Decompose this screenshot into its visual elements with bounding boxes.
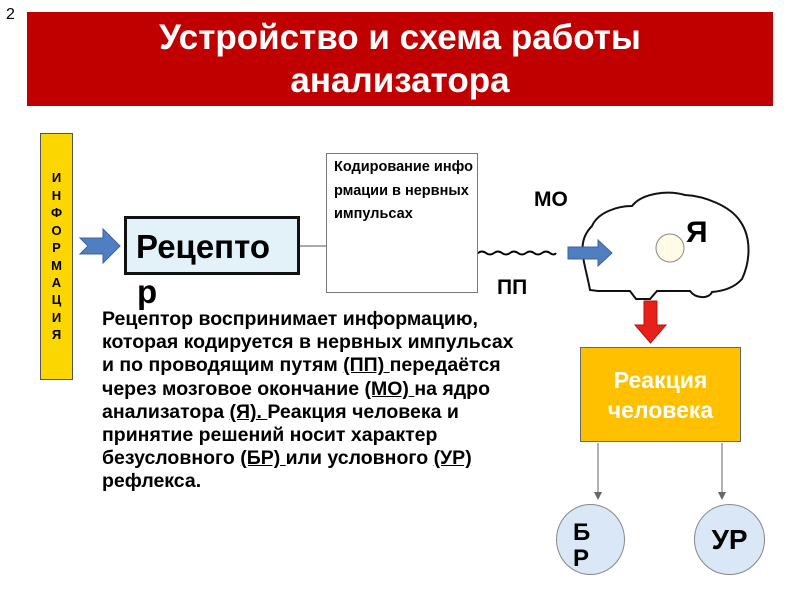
arrow-to-brain [567, 238, 613, 268]
information-letter: Н [51, 187, 62, 203]
information-letter: И [51, 170, 62, 186]
receptor-box: Рецепто [124, 216, 300, 275]
coding-box [326, 153, 478, 293]
title-banner: Устройство и схема работы анализатора [27, 12, 773, 106]
arrowhead-ur [718, 492, 726, 500]
description-segment: Реакция человека и принятие решений носи… [102, 400, 459, 470]
nerve-wavy-line [461, 250, 557, 256]
description-segment: или условного [285, 447, 434, 470]
information-letter: А [51, 274, 62, 290]
description-segment: передаётся через мозговое окончание [102, 354, 501, 400]
br-label: Б Р [573, 520, 613, 572]
description-text: Рецептор воспринимает информацию, котора… [102, 308, 522, 494]
reaction-line-2: человека [607, 396, 714, 423]
receptor-label-tail: р [137, 273, 158, 310]
ur-label: УР [711, 524, 748, 555]
coding-text: Кодирование информации в нервных импульс… [334, 159, 473, 222]
title-line-2: анализатора [290, 61, 510, 100]
arrowhead-br [594, 492, 602, 500]
description-segment: рефлекса. [102, 470, 202, 493]
information-letter: Ц [51, 292, 62, 308]
slide-number: 2 [6, 6, 15, 23]
description-segment: Рецептор воспринимает информацию, котора… [102, 308, 514, 377]
reaction-line-1: Реакция [613, 366, 708, 393]
title-line-1: Устройство и схема работы [159, 18, 641, 57]
information-letter: М [51, 257, 62, 273]
description-abbreviation: (УР) [433, 447, 472, 470]
information-letter: Я [51, 327, 62, 343]
br-circle [556, 504, 625, 575]
information-letter: О [51, 222, 62, 238]
label-ya: Я [686, 216, 708, 249]
receptor-label: Рецепто [136, 228, 270, 265]
information-letter: И [51, 309, 62, 325]
ur-circle [694, 504, 765, 575]
br-letter-1: Б [573, 519, 591, 546]
label-pp: ПП [497, 276, 528, 299]
arrow-info-to-receptor [78, 227, 121, 265]
br-letter-2: Р [573, 545, 590, 572]
nucleus-circle [655, 233, 685, 263]
description-abbreviation: (МО) [364, 377, 415, 400]
arrow-brain-to-reaction [633, 300, 668, 344]
reaction-box: Реакция человека [580, 347, 741, 442]
description-abbreviation: (БР) [240, 447, 286, 470]
information-letter: Р [52, 240, 61, 256]
label-mo: МО [534, 188, 568, 211]
description-segment: на ядро анализатора [102, 377, 490, 423]
description-abbreviation: (Я). [229, 400, 268, 423]
information-letter: Ф [50, 205, 63, 221]
description-abbreviation: (ПП) [343, 354, 390, 377]
